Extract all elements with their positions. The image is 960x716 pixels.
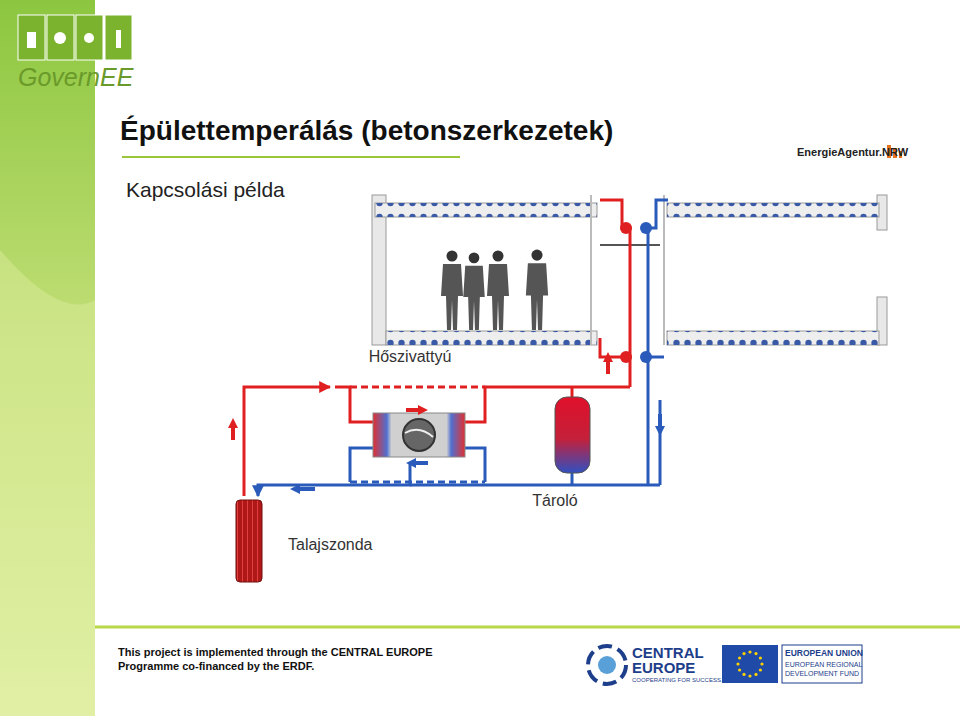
- footer-note: This project is implemented through the …: [118, 645, 448, 673]
- ground-probe: Talajszonda: [234, 496, 404, 586]
- pipe-connector: [244, 387, 330, 496]
- heat-pump: Hőszivattyú: [330, 345, 490, 462]
- pipe-connector: [258, 462, 410, 496]
- node-label: Tároló: [532, 492, 577, 510]
- storage-tank: Tároló: [515, 380, 595, 515]
- logo-text: EnergieAgentur.NRW: [797, 146, 908, 158]
- logo-text: GovernEE: [18, 63, 133, 92]
- logo-text: EUROPEAN REGIONAL DEVELOPMENT FUND: [785, 660, 863, 678]
- node-label: Talajszonda: [288, 536, 373, 554]
- logo-text: CENTRAL EUROPE: [632, 645, 712, 675]
- logo-text: EUROPEAN UNION: [785, 648, 863, 658]
- pipe-connector: [490, 386, 515, 389]
- logo-text: COOPERATING FOR SUCCESS.: [632, 677, 723, 683]
- node-label: Hőszivattyú: [369, 348, 452, 366]
- page-title: Épülettemperálás (betonszerkezetek): [120, 115, 613, 147]
- subtitle: Kapcsolási példa: [126, 178, 285, 202]
